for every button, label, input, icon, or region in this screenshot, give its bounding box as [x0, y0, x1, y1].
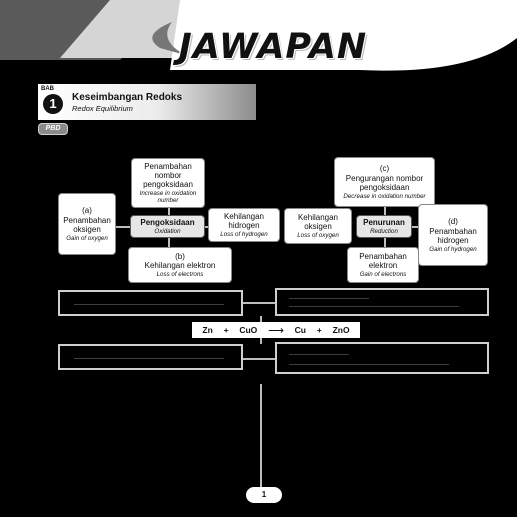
answer-panel: [58, 344, 243, 370]
faint-text-line: [289, 364, 449, 365]
connector-line: [205, 226, 208, 228]
faint-text-line: [289, 298, 369, 299]
gain-electron-box: Penambahan elektron Gain of electrons: [347, 247, 419, 283]
chapter-title: Keseimbangan Redoks: [72, 92, 183, 103]
oxidation-box: Pengoksidaan Oxidation: [130, 215, 205, 238]
faint-text-line: [289, 354, 349, 355]
faint-text-line: [74, 358, 224, 359]
product-cu: Cu: [294, 325, 307, 335]
chapter-header: BAB 1 Keseimbangan Redoks Redox Equilibr…: [38, 84, 256, 120]
increase-oxidation-number-box: Penambahan nombor pengoksidaan Increase …: [131, 158, 205, 208]
reaction-arrow-icon: ⟶: [268, 324, 284, 337]
pbd-badge: PBD: [38, 123, 68, 135]
connector-line: [260, 338, 262, 344]
faint-text-line: [289, 306, 459, 307]
plus-sign: +: [223, 325, 229, 335]
connector-line: [260, 316, 262, 322]
page-title: JAWAPAN: [178, 27, 368, 67]
connector-line: [384, 237, 386, 247]
reactant-zn: Zn: [202, 325, 213, 335]
decrease-oxidation-number-box: (c) Pengurangan nombor pengoksidaan Decr…: [334, 157, 435, 207]
connector-line: [243, 302, 275, 304]
plus-sign: +: [316, 325, 322, 335]
gain-hydrogen-box: (d) Penambahan hidrogen Gain of hydrogen: [418, 204, 488, 266]
connector-line: [412, 226, 418, 228]
connector-line: [168, 208, 170, 216]
reactant-cuo: CuO: [239, 325, 258, 335]
answer-panel: [58, 290, 243, 316]
reduction-box: Penurunan Reduction: [356, 215, 412, 238]
chapter-label: BAB: [41, 86, 54, 92]
answer-panel: [275, 342, 489, 374]
redox-equation: Zn + CuO ⟶ Cu + ZnO: [192, 322, 360, 338]
lose-hydrogen-box: Kehilangan hidrogen Loss of hydrogen: [208, 208, 280, 242]
connector-line: [168, 237, 170, 247]
faint-text-line: [74, 304, 224, 305]
connector-line: [384, 207, 386, 216]
chapter-subtitle: Redox Equilibrium: [72, 104, 133, 113]
gain-oxygen-box: (a) Penambahan oksigen Gain of oxygen: [58, 193, 116, 255]
product-zno: ZnO: [332, 325, 350, 335]
connector-line: [243, 358, 275, 360]
lose-electron-box: (b) Kehilangan elektron Loss of electron…: [128, 247, 232, 283]
page-number: 1: [246, 487, 282, 503]
header-banner: [0, 0, 517, 80]
lose-oxygen-box: Kehilangan oksigen Loss of oxygen: [284, 208, 352, 244]
chapter-number: 1: [43, 94, 63, 114]
answer-panel: [275, 288, 489, 316]
connector-line: [260, 384, 262, 487]
connector-line: [116, 226, 130, 228]
